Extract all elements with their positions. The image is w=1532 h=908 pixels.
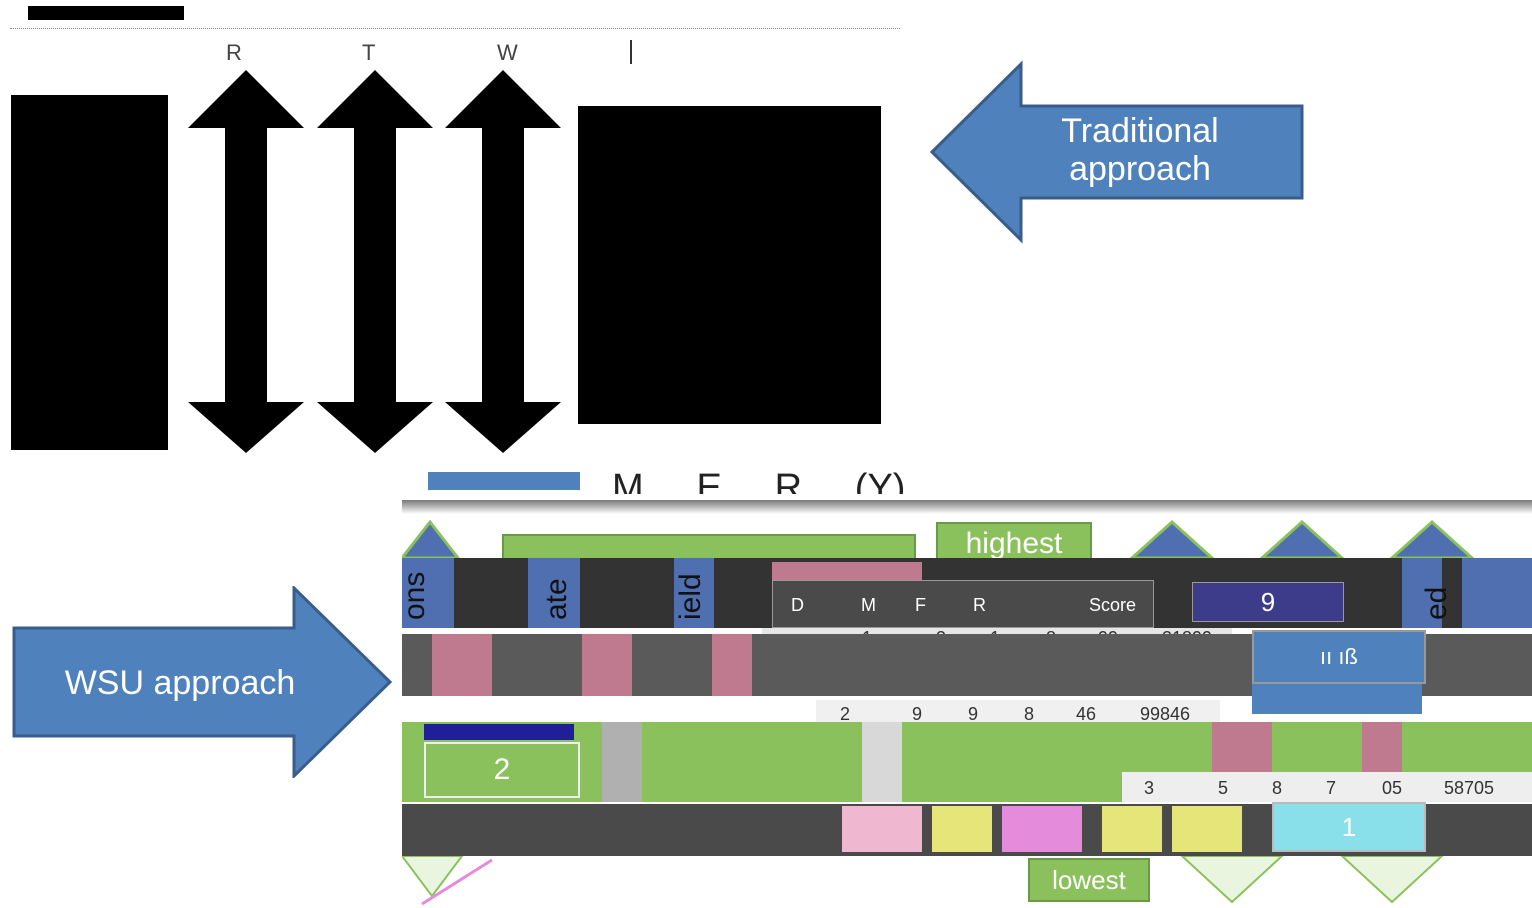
mid-blue-text: ıı ıß <box>1320 644 1358 669</box>
graphic-title-mask <box>402 494 1532 524</box>
lower-gray-2 <box>862 722 902 802</box>
row2-c6: 99846 <box>1140 704 1191 724</box>
wsu-graphic: M E R (Y) highest ons ate ield ed D M F … <box>402 470 1532 908</box>
vword-ons: ons <box>402 571 431 620</box>
strip-yellow-2 <box>1102 806 1162 852</box>
lower-gray-1 <box>602 722 642 802</box>
row2-c1: 2 <box>840 704 851 724</box>
right-black-block <box>578 106 881 424</box>
strip-yellow-3 <box>1172 806 1242 852</box>
double-arrow-2 <box>317 70 433 453</box>
row-2: 2 9 9 8 46 99846 <box>816 700 1220 726</box>
wsu-arrow-shape <box>12 586 393 778</box>
band-blue-4 <box>1402 558 1442 628</box>
traditional-approach-label: Traditional approach <box>1020 112 1260 188</box>
band-blue-3 <box>674 558 714 628</box>
row3-c5: 05 <box>1382 778 1403 798</box>
mid-pink-3 <box>712 634 752 696</box>
rank-1: 1 <box>1341 812 1357 842</box>
band-blue-1 <box>402 558 454 628</box>
rank-9: 9 <box>1260 587 1276 617</box>
col-header-t: T <box>362 40 376 65</box>
row3-c4: 7 <box>1326 778 1337 798</box>
traditional-arrow-shape <box>929 60 1304 244</box>
score-header: D M F R Score <box>772 580 1154 628</box>
rank-2: 2 <box>493 753 511 786</box>
header-r: R <box>973 595 986 615</box>
double-arrows <box>188 70 561 453</box>
strip-pink <box>842 806 922 852</box>
top-header-row <box>10 12 900 29</box>
lowest-label: lowest <box>1052 865 1126 895</box>
row3-c6: 58705 <box>1444 778 1495 798</box>
strip-yellow-1 <box>932 806 992 852</box>
double-arrow-3 <box>445 70 561 453</box>
wsu-approach-label: WSU approach <box>64 664 296 702</box>
strip-magenta <box>1002 806 1082 852</box>
left-black-block <box>11 95 168 450</box>
mid-pink-1 <box>432 634 492 696</box>
row-3: 3 5 8 7 05 58705 <box>1122 772 1532 802</box>
row2-c4: 8 <box>1024 704 1035 724</box>
mid-pink-2 <box>582 634 632 696</box>
highest-label: highest <box>965 527 1063 560</box>
row2-c3: 9 <box>968 704 979 724</box>
graphic-title-tab <box>428 472 580 490</box>
header-m: M <box>861 595 876 615</box>
mid-blue-box: ıı ıß <box>1252 630 1426 684</box>
vword-ed: ed <box>1420 586 1453 620</box>
traditional-label-line1: Traditional <box>1061 112 1219 150</box>
header-score: Score <box>1089 595 1137 615</box>
double-arrow-1 <box>188 70 304 453</box>
bottom-triangles <box>402 856 1444 906</box>
top-title-bar <box>28 6 184 20</box>
col-divider <box>630 40 632 64</box>
band-blue-5 <box>1462 558 1532 628</box>
rank-9-box: 9 <box>1192 582 1344 622</box>
row3-c2: 5 <box>1218 778 1229 798</box>
triangle-row <box>402 520 1476 560</box>
header-f: F <box>915 595 926 615</box>
band-blue-2 <box>528 558 580 628</box>
traditional-label-line2: approach <box>1069 150 1211 189</box>
vword-ate: ate <box>540 578 573 620</box>
col-header-r: R <box>226 40 242 65</box>
rank-2-box: 2 <box>424 742 580 798</box>
header-d: D <box>791 595 804 615</box>
row3-c1: 3 <box>1144 778 1155 798</box>
rank-1-box: 1 <box>1272 802 1426 852</box>
row2-c2: 9 <box>912 704 923 724</box>
vword-ield: ield <box>674 573 707 620</box>
lowest-box: lowest <box>1028 858 1150 902</box>
row3-c3: 8 <box>1272 778 1283 798</box>
mid-blue-box-2 <box>1252 684 1422 714</box>
row2-c5: 46 <box>1076 704 1097 724</box>
col-header-w: W <box>497 40 518 65</box>
navy-strip <box>424 724 574 740</box>
